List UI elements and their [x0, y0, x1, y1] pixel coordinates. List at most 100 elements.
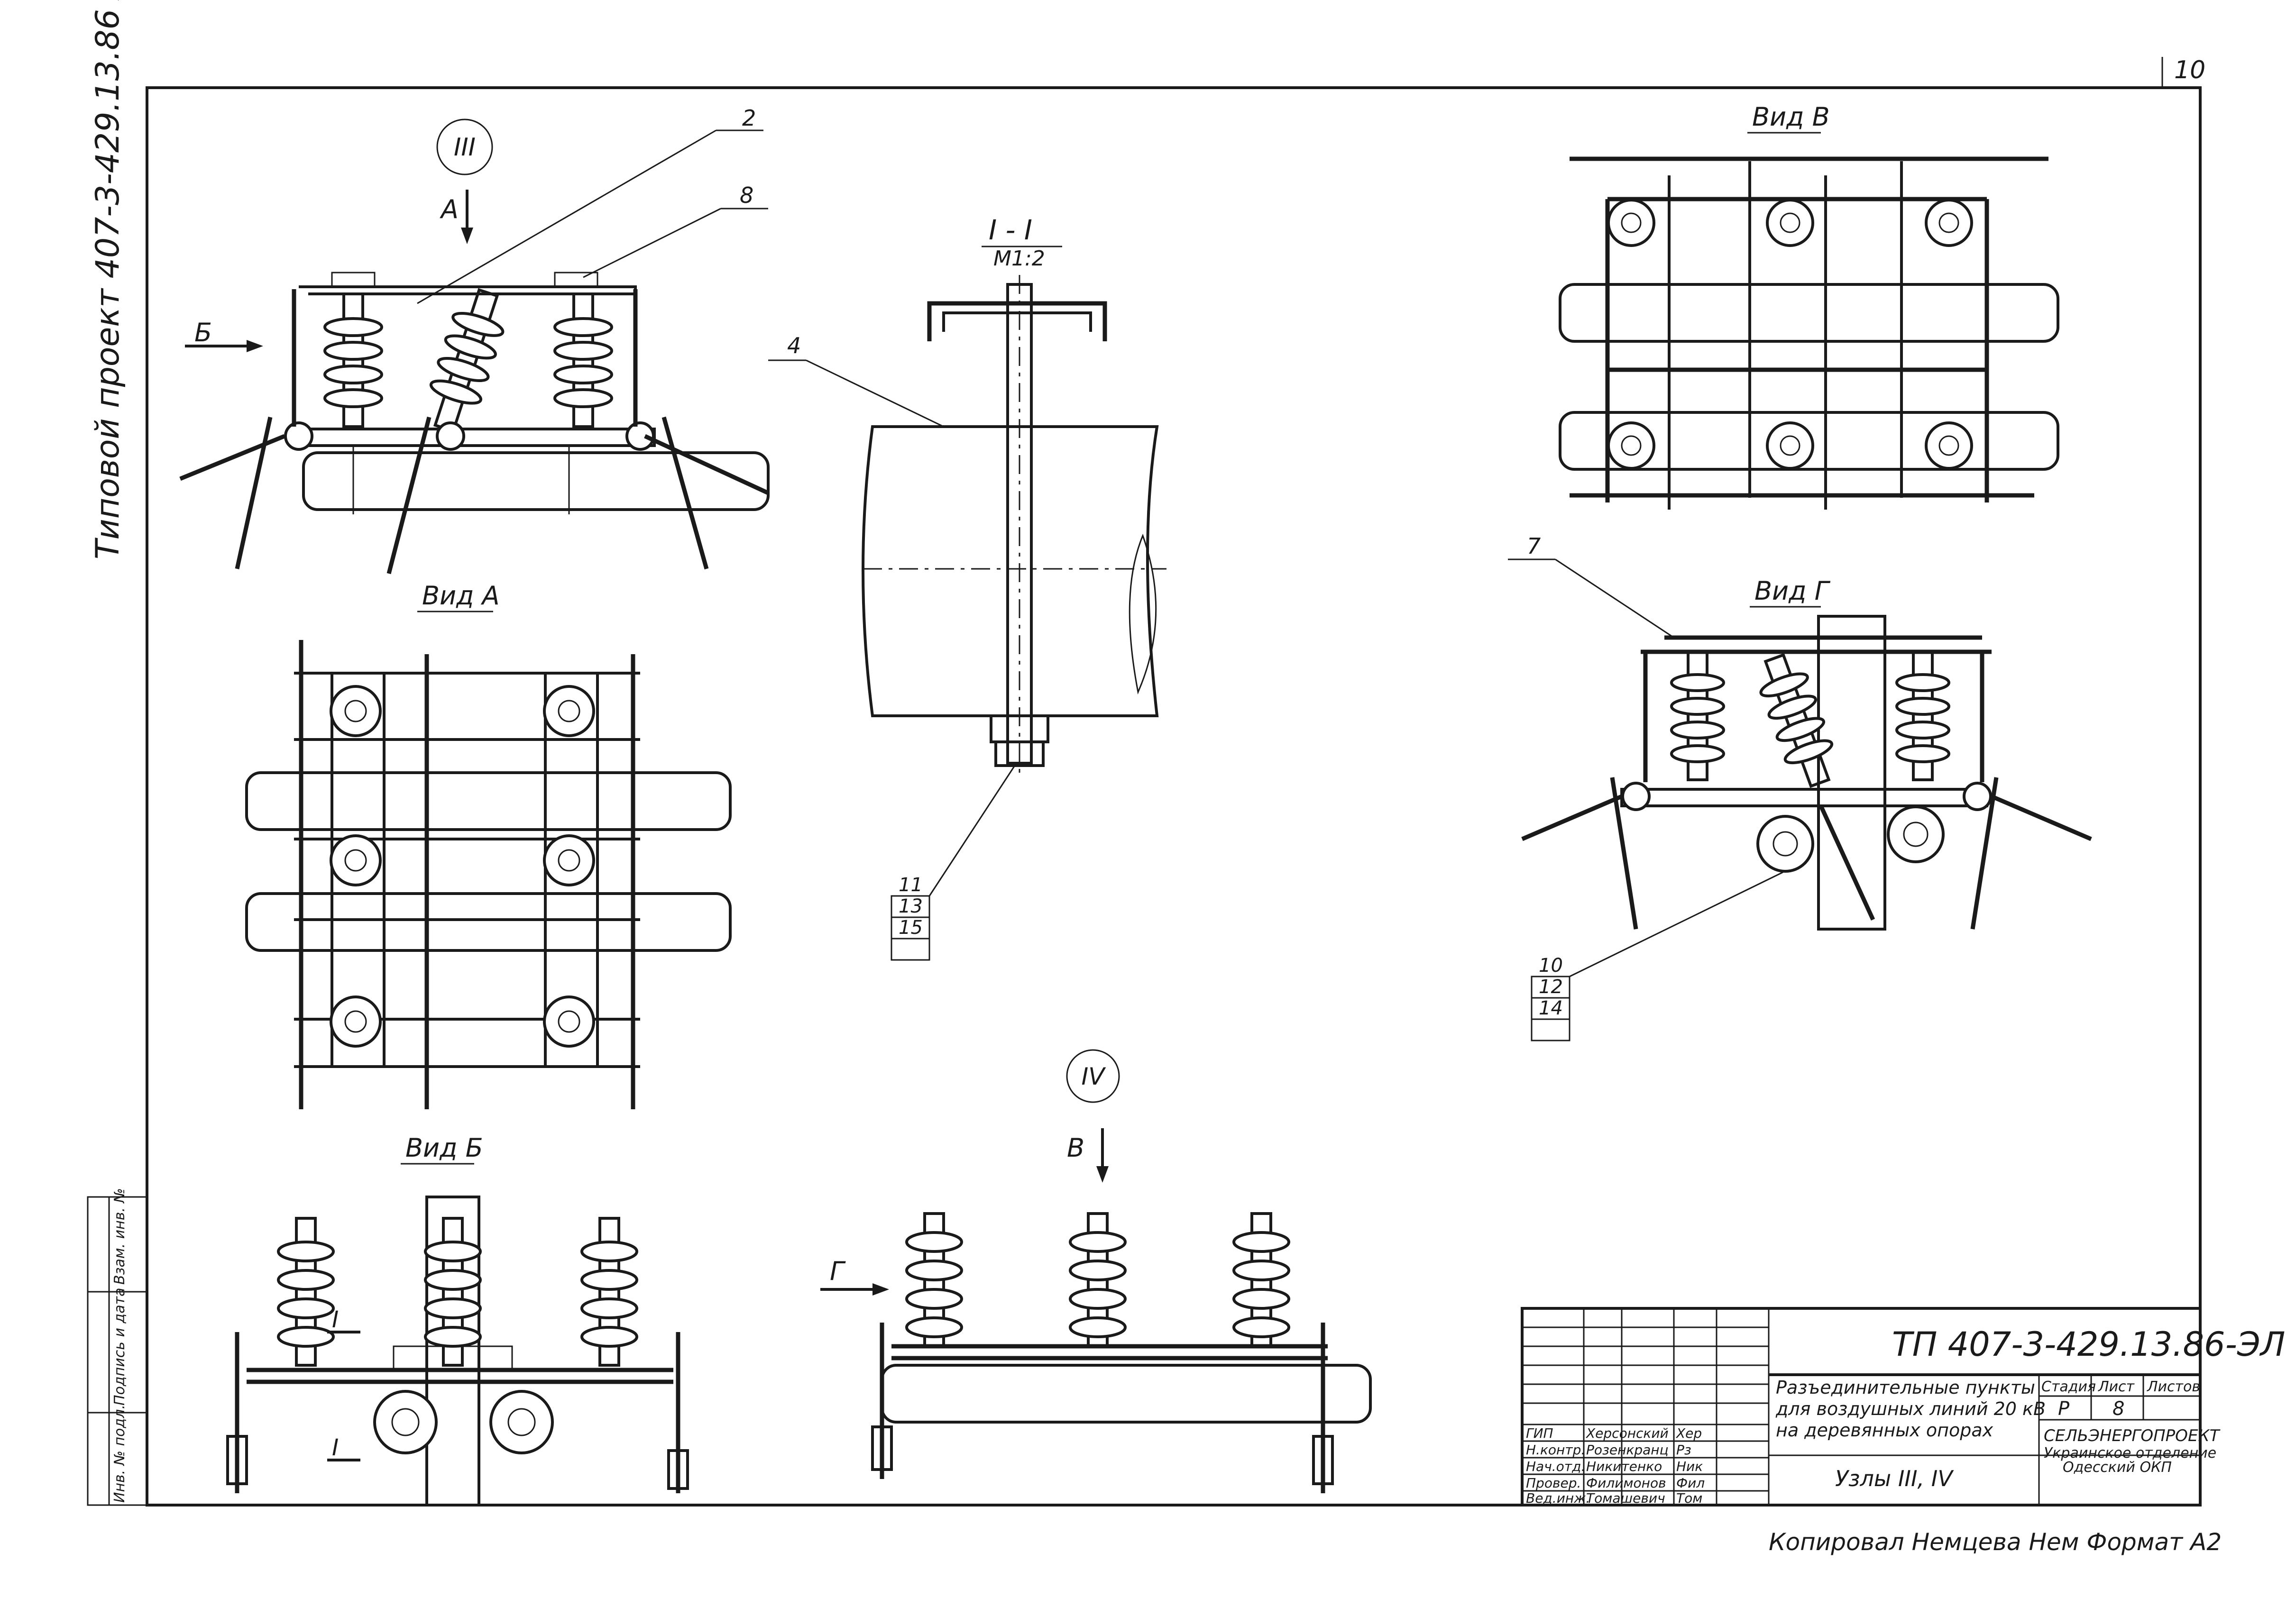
view-g-insulator-center-tilted — [1759, 653, 1834, 788]
view-g-insulator-right — [1895, 650, 1950, 781]
arrow-v-label: В — [1067, 1133, 1084, 1163]
node-iv-insulator-2 — [1069, 1212, 1127, 1348]
signature-row-2: Н.контр. Розенкранц Рз — [1526, 1442, 1691, 1458]
title-desc-line1: Разъединительные пункты — [1776, 1377, 2035, 1398]
svg-text:Никитенко: Никитенко — [1586, 1459, 1662, 1474]
view-v-title: Вид В — [1752, 102, 1830, 132]
node-iv-marker — [1066, 1049, 1120, 1103]
cut-i-top: I — [332, 1306, 339, 1333]
page-number: 10 — [2174, 56, 2205, 84]
signature-row-5: Вед.инж. Томашевич Том — [1526, 1490, 1702, 1506]
node-iii-insulator-right — [553, 292, 613, 428]
signature-row-4: Провер. Филимонов Фил — [1526, 1475, 1705, 1491]
callout-13: 13 — [899, 895, 923, 917]
node-iii-insulator-left — [323, 292, 383, 428]
svg-text:Том: Том — [1676, 1490, 1702, 1506]
svg-text:Вед.инж.: Вед.инж. — [1526, 1490, 1590, 1506]
section-title: I - I — [989, 214, 1032, 246]
leader-2 — [417, 129, 716, 304]
svg-text:Херсонский: Херсонский — [1585, 1425, 1669, 1441]
svg-text:Рз: Рз — [1676, 1442, 1691, 1458]
signature-row-3: Нач.отд. Никитенко Ник — [1526, 1459, 1703, 1474]
arrow-g-head — [872, 1283, 889, 1296]
section-scale: М1:2 — [993, 247, 1045, 271]
callout-4: 4 — [787, 333, 801, 358]
view-b-title: Вид Б — [405, 1133, 483, 1163]
view-b-insulator-3 — [580, 1217, 638, 1367]
drawing-frame — [146, 86, 2202, 1507]
title-desc-line2: для воздушных линий 20 кВ — [1775, 1398, 2046, 1419]
stage-label: Стадия — [2041, 1379, 2096, 1395]
node-iv-pole — [881, 1364, 1372, 1424]
svg-text:Провер.: Провер. — [1526, 1475, 1581, 1491]
node-iv-label: IV — [1082, 1063, 1107, 1090]
side-stamp-col1: Инв. № подл. — [111, 1405, 128, 1503]
node-iii-marker — [436, 119, 493, 175]
node-iv-insulator-1 — [905, 1212, 963, 1348]
svg-text:Филимонов: Филимонов — [1586, 1475, 1666, 1491]
stage-value: Р — [2058, 1398, 2070, 1420]
leader-8 — [583, 208, 721, 278]
node-iii-insulator-center-tilted — [429, 288, 505, 433]
callout-stack-10: 10 12 14 — [1531, 955, 1570, 1041]
arrow-b-label: Б — [194, 318, 212, 347]
view-a-drawing: Вид А — [245, 581, 732, 1109]
arrow-v-head — [1096, 1166, 1109, 1183]
view-a-title: Вид А — [422, 581, 500, 611]
side-stamp-col2: Подпись и дата — [111, 1288, 128, 1406]
view-g-drawing: Вид Г — [1508, 533, 2092, 1041]
leader-10 — [1569, 871, 1783, 977]
side-stamp: Инв. № подл. Подпись и дата Взам. инв. № — [87, 1188, 148, 1506]
svg-text:Фил: Фил — [1676, 1475, 1705, 1491]
callout-11: 11 — [899, 874, 923, 896]
side-stamp-col3: Взам. инв. № — [111, 1188, 128, 1285]
view-g-pole — [1817, 615, 1886, 931]
view-v-drawing: Вид В — [1559, 102, 2059, 510]
view-b-insulator-2 — [424, 1217, 482, 1367]
svg-text:Хер: Хер — [1675, 1425, 1702, 1441]
callout-8: 8 — [740, 183, 753, 208]
svg-text:ГИП: ГИП — [1526, 1425, 1553, 1441]
section-i-i-drawing: I - I М1:2 4 11 13 15 — [768, 214, 1166, 961]
callout-10: 10 — [1539, 955, 1563, 977]
signature-row-1: ГИП Херсонский Хер — [1526, 1425, 1702, 1441]
title-sheet-title: Узлы III, IV — [1835, 1466, 1954, 1491]
arrow-b-head — [247, 340, 263, 352]
section-log — [862, 425, 1159, 717]
org-line3: Одесский ОКП — [2063, 1459, 2172, 1476]
sheet-value: 8 — [2112, 1398, 2124, 1420]
view-b-insulator-1 — [277, 1217, 335, 1367]
sheet-label: Лист — [2098, 1379, 2135, 1395]
callout-7: 7 — [1527, 533, 1541, 559]
callout-12: 12 — [1539, 976, 1563, 998]
arrow-g-label: Г — [830, 1256, 846, 1286]
svg-text:Томашевич: Томашевич — [1586, 1490, 1665, 1506]
cut-i-bottom: I — [332, 1434, 339, 1461]
sheets-label: Листов — [2147, 1379, 2200, 1395]
svg-text:Ник: Ник — [1676, 1459, 1703, 1474]
node-iv-drawing: IV В Г — [820, 1049, 1372, 1493]
arrow-a-head — [461, 228, 473, 244]
view-g-insulator-left — [1670, 650, 1725, 781]
svg-text:Нач.отд.: Нач.отд. — [1526, 1459, 1585, 1474]
node-iv-insulator-3 — [1232, 1212, 1290, 1348]
org-line1: СЕЛЬЭНЕРГОПРОЕКТ — [2044, 1426, 2221, 1445]
node-iii-drawing: III А Б — [179, 105, 770, 575]
svg-text:Розенкранц: Розенкранц — [1586, 1442, 1669, 1458]
format-note: Копировал Немцева Нем Формат А2 — [1769, 1528, 2222, 1556]
callout-14: 14 — [1539, 997, 1563, 1019]
org-line2: Украинское отделение — [2044, 1445, 2216, 1461]
leader-11 — [928, 765, 1016, 896]
title-block: ТП 407-3-429.13.86-ЭЛ Разъединительные п… — [1521, 1307, 2285, 1507]
side-title: Типовой проект 407-3-429.13.86 Альбом I — [89, 0, 127, 559]
callout-stack-11: 11 13 15 — [891, 874, 930, 961]
callout-15: 15 — [899, 917, 923, 939]
view-g-title: Вид Г — [1754, 576, 1831, 606]
leader-7 — [1555, 558, 1674, 639]
node-iii-label: III — [454, 133, 476, 162]
title-block-code: ТП 407-3-429.13.86-ЭЛ — [1892, 1325, 2285, 1364]
title-desc-line3: на деревянных опорах — [1776, 1420, 1993, 1441]
view-b-pole — [425, 1196, 480, 1507]
arrow-a-label: А — [440, 194, 459, 224]
